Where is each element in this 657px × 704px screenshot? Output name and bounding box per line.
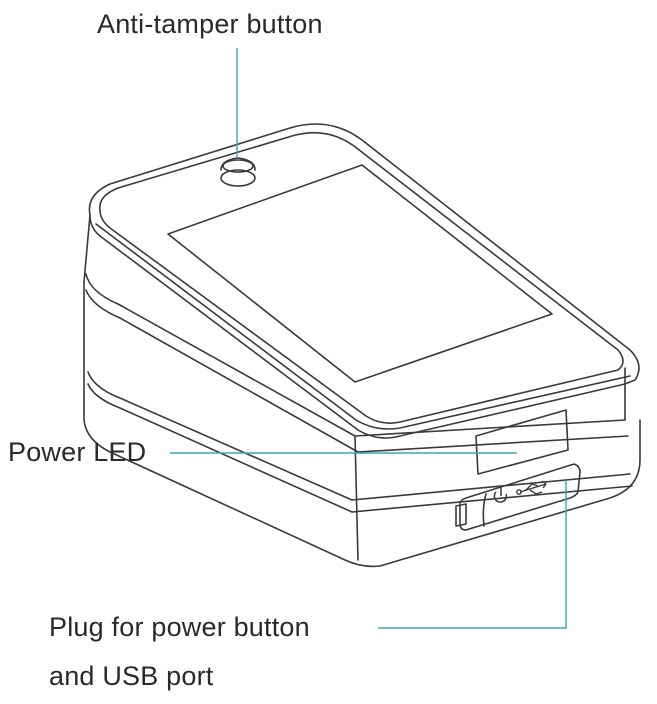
device-side-corner-left bbox=[83, 214, 91, 283]
device-seam-bottom bbox=[87, 371, 631, 501]
plug-cover-tab bbox=[455, 503, 467, 527]
display-screen bbox=[167, 164, 553, 383]
power-led-label: Power LED bbox=[8, 437, 147, 467]
power-icon bbox=[493, 487, 508, 503]
device-seam-upper bbox=[85, 273, 626, 437]
device-seam-bottom-2 bbox=[87, 383, 633, 513]
anti-tamper-button-label: Anti-tamper button bbox=[97, 9, 323, 39]
device-seam-lower bbox=[85, 289, 629, 453]
device-lid-edge bbox=[95, 223, 631, 430]
plug-cover-notch bbox=[482, 493, 487, 527]
plug-leader-line bbox=[378, 480, 567, 629]
power-led-window bbox=[475, 409, 569, 475]
anti-tamper-button bbox=[220, 169, 256, 187]
anti-tamper-button-top bbox=[222, 159, 254, 173]
plug-label-line-2: and USB port bbox=[49, 661, 214, 691]
device-lid bbox=[88, 123, 640, 439]
device-front-corner bbox=[354, 435, 359, 561]
device-lower-shell bbox=[83, 281, 641, 568]
usb-plug-cover bbox=[459, 463, 581, 531]
plug-label-line-1: Plug for power button bbox=[49, 612, 310, 642]
device-lid-bevel bbox=[99, 131, 624, 424]
usb-icon bbox=[516, 480, 547, 495]
